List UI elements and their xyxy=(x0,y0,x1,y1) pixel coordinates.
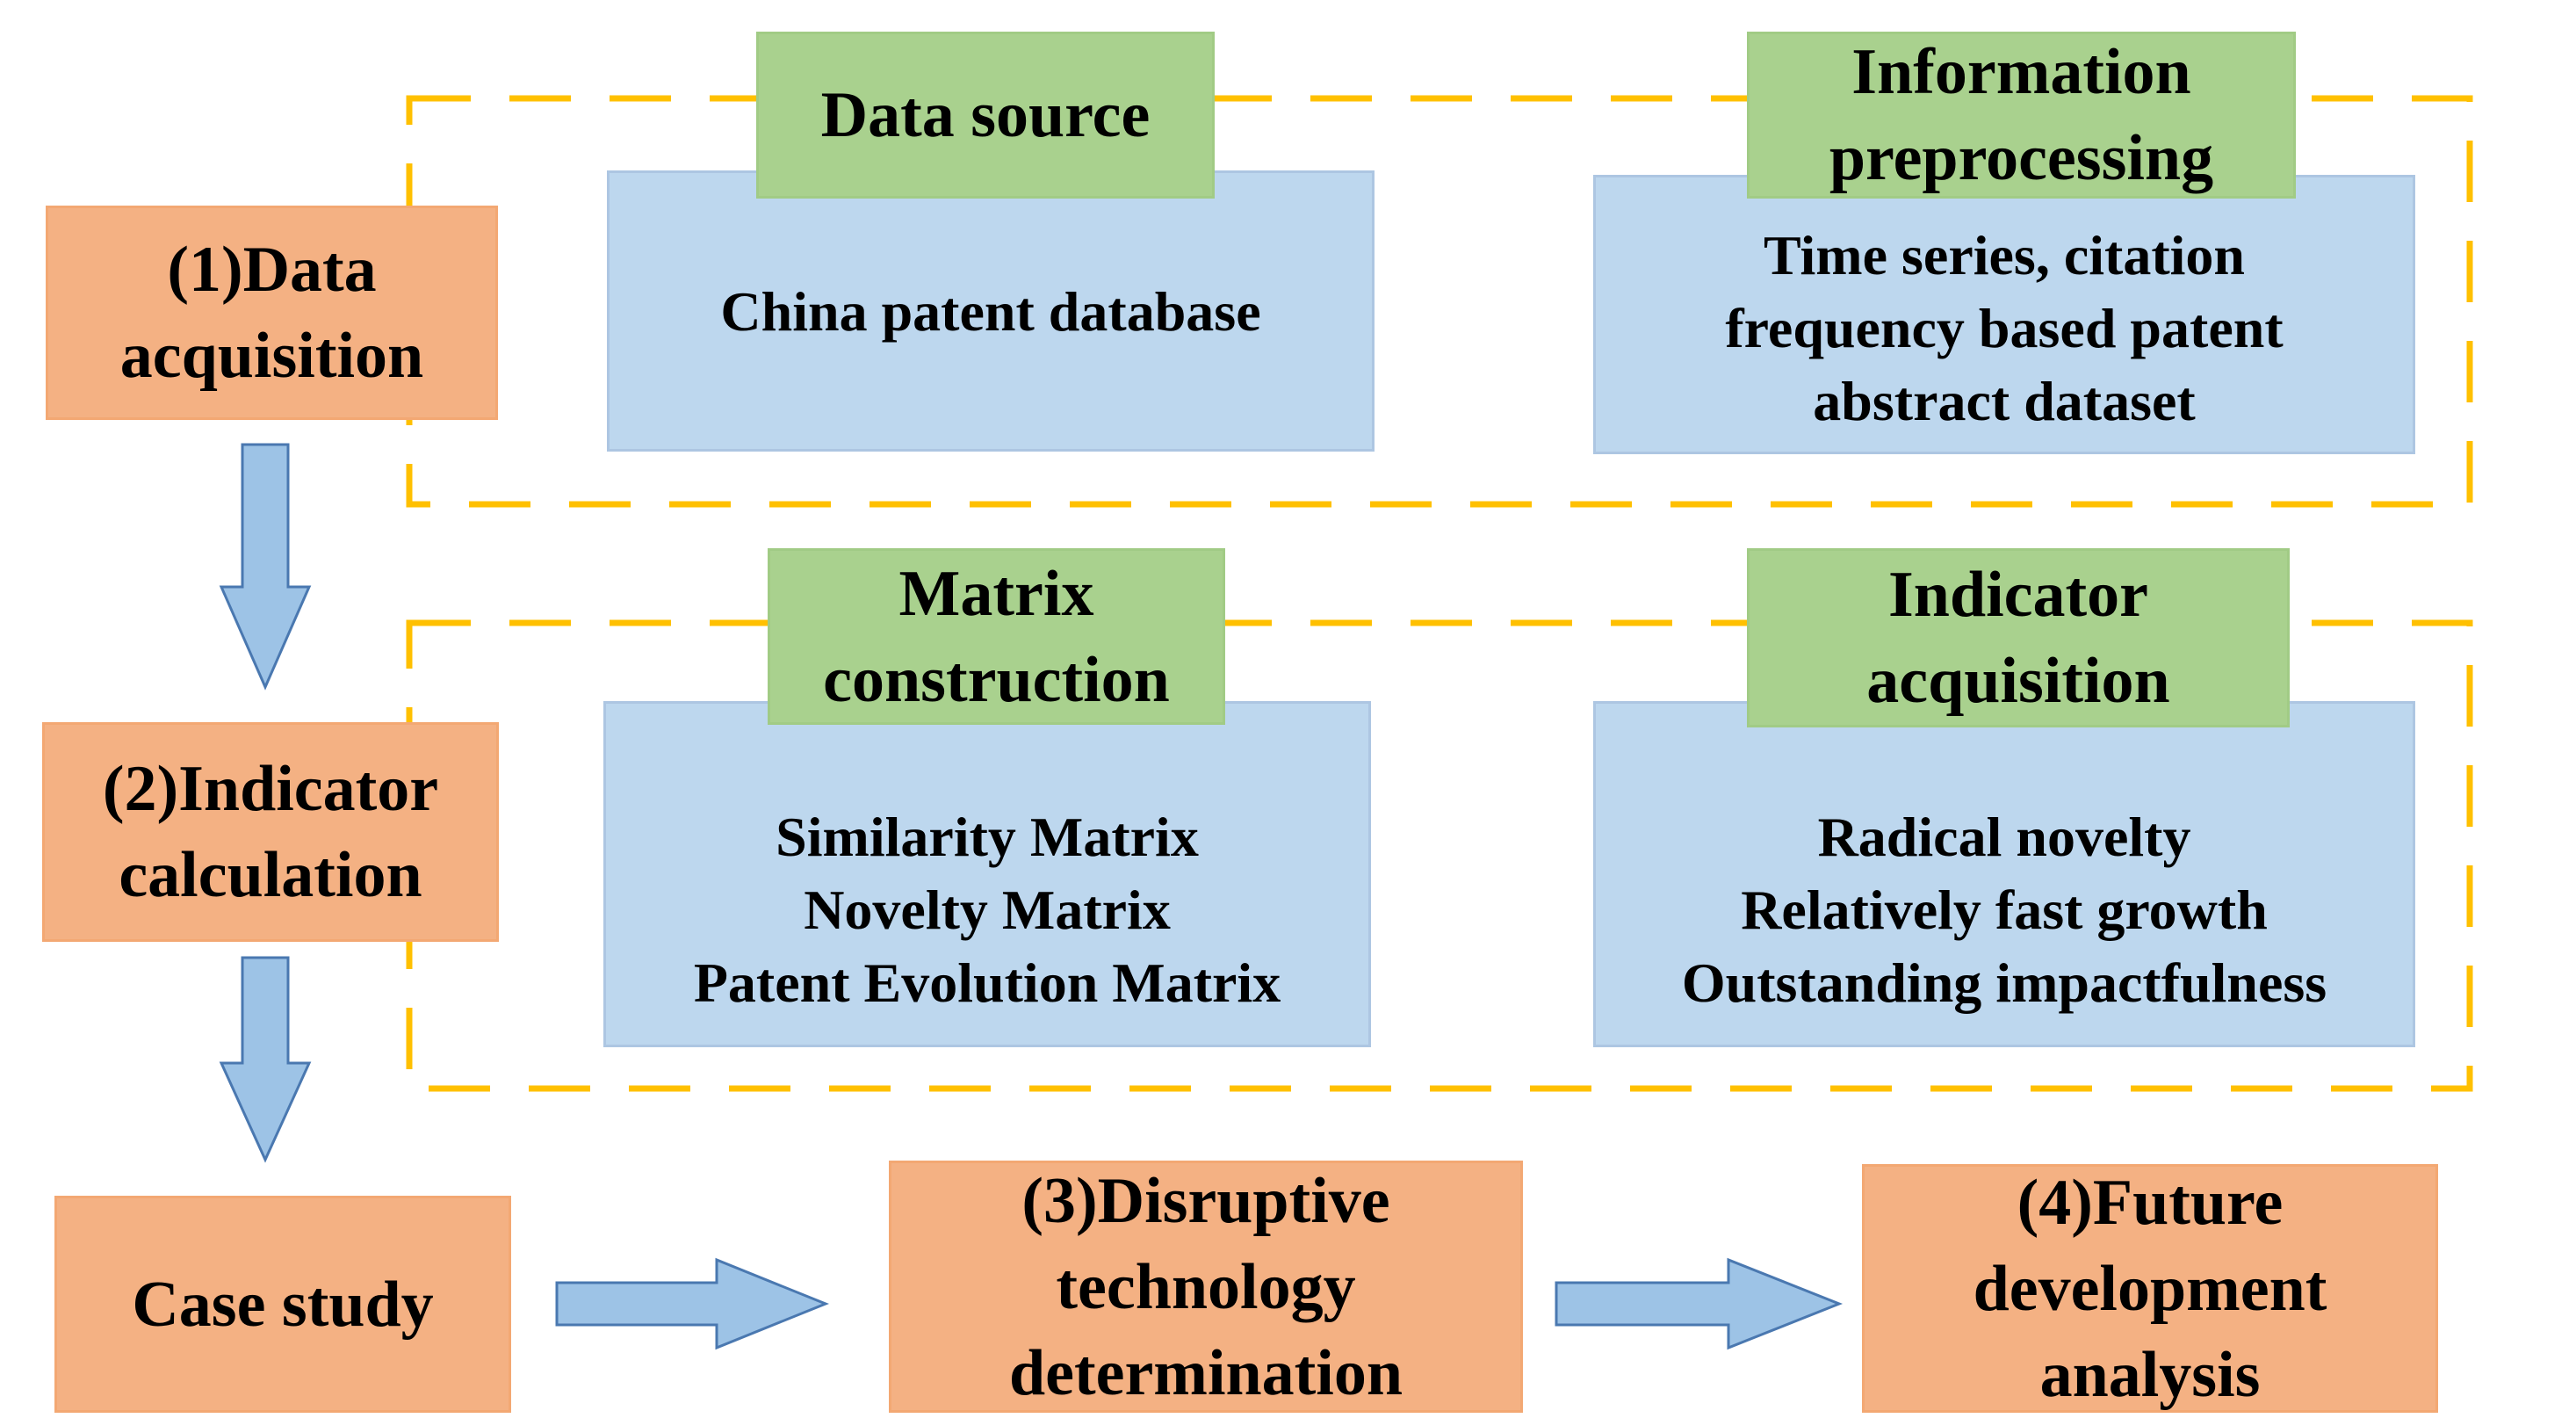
step-indicator-calculation: (2)Indicator calculation xyxy=(42,722,499,942)
header-text: Data source xyxy=(820,79,1151,151)
content-text: Novelty Matrix xyxy=(804,878,1171,941)
step-label: analysis xyxy=(2039,1338,2261,1411)
content-information-preprocessing: Time series, citation frequency based pa… xyxy=(1593,175,2415,454)
step-label: (3)Disruptive xyxy=(1021,1164,1390,1237)
down-arrow-2 xyxy=(219,956,312,1163)
right-arrow-1 xyxy=(555,1257,830,1350)
step-case-study: Case study xyxy=(54,1196,511,1413)
header-text: Matrix xyxy=(898,557,1094,630)
content-indicator-acquisition: Radical novelty Relatively fast growth O… xyxy=(1593,701,2415,1047)
header-indicator-acquisition: Indicator acquisition xyxy=(1747,548,2290,727)
content-text: Patent Evolution Matrix xyxy=(693,951,1281,1014)
step-label: (2)Indicator xyxy=(102,753,439,825)
right-arrow-2 xyxy=(1555,1257,1844,1350)
header-text: acquisition xyxy=(1866,645,2170,717)
content-text: Relatively fast growth xyxy=(1741,878,2268,941)
step-label: Case study xyxy=(132,1268,434,1341)
header-text: Information xyxy=(1851,36,2191,108)
step-label: (4)Future xyxy=(2017,1166,2284,1239)
step-label: technology xyxy=(1056,1250,1356,1323)
header-information-preprocessing: Information preprocessing xyxy=(1747,32,2296,199)
content-text: abstract dataset xyxy=(1813,369,2196,432)
step-label: acquisition xyxy=(119,320,424,392)
down-arrow-1 xyxy=(219,443,312,691)
step-label: determination xyxy=(1008,1336,1403,1409)
header-text: Indicator xyxy=(1888,559,2148,631)
content-text: China patent database xyxy=(720,279,1261,343)
content-text: Outstanding impactfulness xyxy=(1681,951,2327,1014)
header-data-source: Data source xyxy=(756,32,1215,199)
step-data-acquisition: (1)Data acquisition xyxy=(46,206,498,420)
step-label: calculation xyxy=(119,839,422,911)
step-label: development xyxy=(1973,1252,2327,1325)
header-text: construction xyxy=(823,643,1170,716)
step-label: (1)Data xyxy=(167,234,377,306)
step-future-analysis: (4)Future development analysis xyxy=(1862,1164,2438,1413)
content-text: Time series, citation xyxy=(1763,223,2246,286)
content-text: frequency based patent xyxy=(1725,296,2284,359)
header-matrix-construction: Matrix construction xyxy=(768,548,1225,725)
step-disruptive-determination: (3)Disruptive technology determination xyxy=(889,1161,1523,1413)
content-text: Similarity Matrix xyxy=(776,805,1199,868)
content-data-source: China patent database xyxy=(607,170,1375,452)
content-matrix-construction: Similarity Matrix Novelty Matrix Patent … xyxy=(603,701,1371,1047)
content-text: Radical novelty xyxy=(1817,805,2191,868)
header-text: preprocessing xyxy=(1829,122,2214,194)
